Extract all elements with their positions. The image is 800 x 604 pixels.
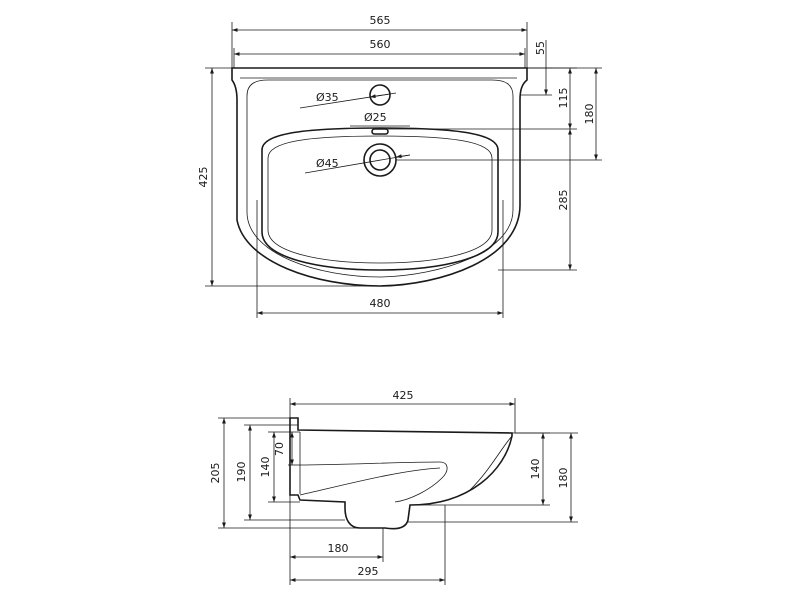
dim-overflow-180: 180 bbox=[583, 104, 596, 125]
overflow-slot bbox=[371, 128, 389, 135]
dim-width-560: 560 bbox=[370, 38, 391, 51]
dim-side-rim-70: 70 bbox=[273, 442, 286, 456]
label-tap-dia: Ø35 bbox=[316, 91, 339, 104]
dim-side-height-140: 140 bbox=[259, 457, 272, 478]
basin-bowl-inner bbox=[267, 135, 493, 264]
dim-depth-425: 425 bbox=[197, 167, 210, 188]
side-bowl-curve bbox=[299, 461, 448, 503]
basin-top-view bbox=[231, 67, 528, 287]
dim-drain-offset-180: 180 bbox=[328, 542, 349, 555]
label-overflow-dia: Ø25 bbox=[364, 111, 387, 124]
side-bowl-lower bbox=[299, 467, 441, 496]
basin-side-view bbox=[289, 417, 513, 530]
dim-front-140: 140 bbox=[529, 459, 542, 480]
dim-tap-115: 115 bbox=[557, 88, 570, 109]
top-view-dimensions: 565 560 55 115 180 285 425 480 bbox=[197, 14, 602, 318]
dim-base-295: 295 bbox=[358, 565, 379, 578]
basin-rim-curve bbox=[246, 79, 514, 278]
side-view-dimensions: 425 205 190 140 70 140 180 180 bbox=[209, 389, 578, 585]
side-outer-curve bbox=[469, 435, 513, 491]
label-drain-dia: Ø45 bbox=[316, 157, 339, 170]
dim-side-depth-425: 425 bbox=[393, 389, 414, 402]
dim-bowl-285: 285 bbox=[557, 190, 570, 211]
dim-side-height-190: 190 bbox=[235, 462, 248, 483]
dim-bowl-width-480: 480 bbox=[370, 297, 391, 310]
basin-bowl bbox=[261, 127, 499, 271]
drain-hole-inner bbox=[369, 149, 391, 171]
dim-rim-55: 55 bbox=[534, 41, 547, 55]
side-profile bbox=[289, 417, 513, 530]
dim-front-180: 180 bbox=[557, 468, 570, 489]
dim-width-565: 565 bbox=[370, 14, 391, 27]
tap-hole bbox=[369, 84, 391, 106]
dim-side-height-205: 205 bbox=[209, 463, 222, 484]
